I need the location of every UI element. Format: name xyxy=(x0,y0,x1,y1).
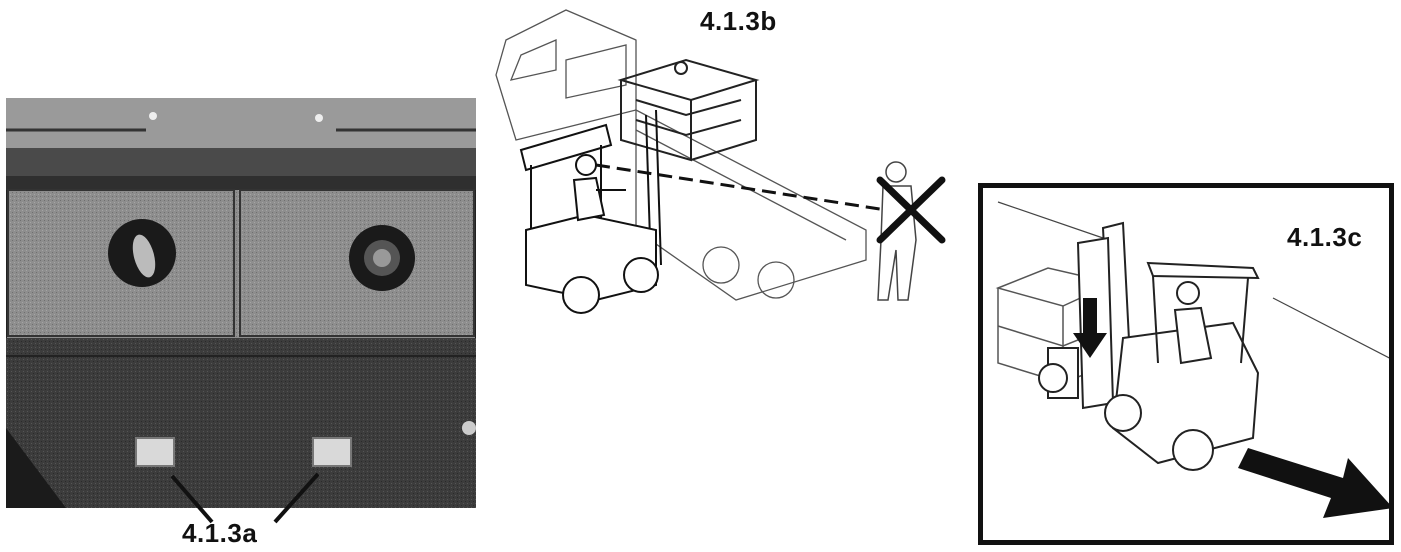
forklift-sightline-scene xyxy=(495,9,946,314)
label-4-1-3a: 4.1.3a xyxy=(182,518,258,548)
x-mark-icon xyxy=(876,176,946,244)
left-lamp xyxy=(135,437,175,467)
forklift-lowering-scene: 4.1.3c xyxy=(978,183,1394,545)
down-arrow-icon xyxy=(1073,298,1107,358)
label-4-1-3c: 4.1.3c xyxy=(1287,222,1363,252)
right-lamp xyxy=(312,437,352,467)
vehicle-rear-photo xyxy=(6,98,476,508)
label-4-1-3b: 4.1.3b xyxy=(700,6,777,36)
arrow-icon xyxy=(1238,448,1389,518)
sightline xyxy=(595,163,887,212)
